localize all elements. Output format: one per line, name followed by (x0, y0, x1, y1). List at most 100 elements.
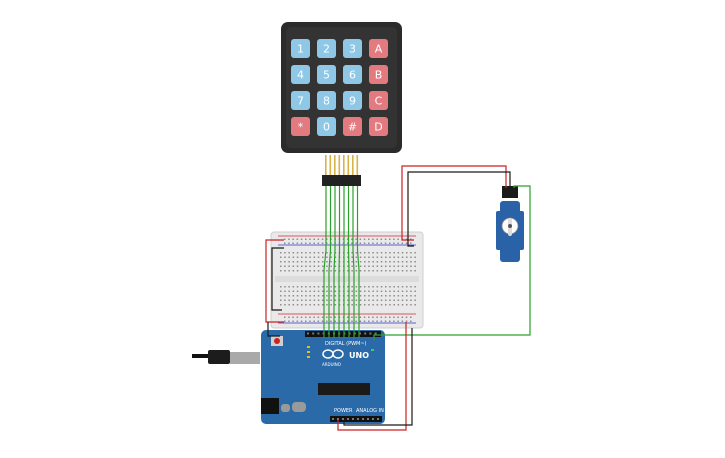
breadboard-hole (326, 261, 328, 263)
breadboard-hole (385, 299, 387, 301)
breadboard-hole (410, 270, 412, 272)
wire-servo-ground[interactable] (407, 171, 511, 247)
wire-servo-signal[interactable] (373, 185, 531, 340)
breadboard-hole (317, 256, 320, 258)
breadboard-hole (292, 316, 294, 318)
breadboard-hole (368, 265, 370, 267)
breadboard-hole (397, 261, 400, 263)
breadboard-hole (330, 320, 332, 322)
breadboard-hole (313, 242, 315, 244)
breadboard-hole (368, 256, 370, 258)
keypad-wire-4[interactable] (338, 186, 341, 338)
digital-pin (369, 332, 372, 335)
keypad-wire-8[interactable] (356, 186, 360, 338)
power-analog-pin (342, 418, 344, 420)
key-#[interactable] (343, 117, 362, 136)
breadboard-hole (313, 256, 316, 258)
servo-motor[interactable] (496, 186, 524, 262)
servo-connector (502, 186, 518, 198)
breadboard-hole (376, 290, 379, 292)
breadboard-hole (359, 242, 362, 244)
key-A[interactable] (369, 39, 388, 58)
breadboard-hole (410, 265, 412, 267)
breadboard-hole (351, 261, 353, 263)
key-4[interactable] (291, 65, 310, 84)
key-C[interactable] (369, 91, 388, 110)
breadboard-hole (313, 252, 316, 254)
breadboard-hole (305, 290, 307, 292)
breadboard-hole (347, 304, 349, 306)
breadboard-hole (300, 242, 303, 244)
breadboard-hole (406, 290, 408, 292)
key-6[interactable] (343, 65, 362, 84)
arduino-uno-board[interactable]: UNO ARDUINO DIGITAL (PWM~) POWER ANALOG … (192, 330, 385, 424)
breadboard-hole (317, 265, 320, 267)
breadboard-hole (296, 270, 299, 272)
key-label: 1 (297, 43, 304, 56)
breadboard-hole (288, 320, 290, 322)
breadboard-hole (280, 252, 282, 254)
wire-arduino-5v[interactable] (337, 322, 407, 431)
key-2[interactable] (317, 39, 336, 58)
breadboard-hole (301, 256, 303, 258)
key-D[interactable] (369, 117, 388, 136)
breadboard-hole (309, 238, 311, 240)
breadboard-hole (317, 261, 320, 263)
breadboard-hole (401, 270, 404, 272)
connector-pin (338, 155, 341, 175)
breadboard-hole (347, 265, 349, 267)
keypad-wire-1[interactable] (323, 186, 327, 338)
breadboard-hole (305, 261, 307, 263)
wire-left-power[interactable] (265, 239, 284, 323)
breadboard[interactable] (270, 231, 424, 329)
breadboard-hole (406, 295, 408, 297)
breadboard-hole (368, 261, 370, 263)
breadboard-hole (292, 238, 294, 240)
breadboard-hole (376, 261, 379, 263)
breadboard-hole (301, 270, 303, 272)
breadboard-hole (393, 261, 395, 263)
breadboard-hole (330, 261, 332, 263)
wire-servo-power[interactable] (401, 165, 507, 241)
keypad-wire-3[interactable] (333, 186, 336, 338)
breadboard-hole (410, 299, 412, 301)
breadboard-hole (301, 286, 303, 288)
breadboard-hole (313, 270, 316, 272)
breadboard-hole (359, 286, 362, 288)
breadboard-hole (326, 286, 328, 288)
key-9[interactable] (343, 91, 362, 110)
breadboard-hole (363, 238, 366, 240)
key-0[interactable] (317, 117, 336, 136)
breadboard-hole (380, 238, 383, 240)
breadboard-hole (326, 265, 328, 267)
keypad-wire-7[interactable] (352, 186, 355, 338)
key-1[interactable] (291, 39, 310, 58)
breadboard-hole (305, 238, 307, 240)
wire-arduino-gnd[interactable] (343, 328, 413, 426)
keypad-wire-6[interactable] (347, 186, 350, 338)
wire-left-ground[interactable] (271, 247, 284, 311)
breadboard-hole (347, 286, 349, 288)
key-5[interactable] (317, 65, 336, 84)
breadboard-hole (330, 252, 332, 254)
keypad-wire-2[interactable] (328, 186, 332, 338)
breadboard-hole (406, 299, 408, 301)
key-7[interactable] (291, 91, 310, 110)
key-8[interactable] (317, 91, 336, 110)
key-3[interactable] (343, 39, 362, 58)
wire-arduino-gnd-left[interactable] (267, 322, 280, 337)
reset-button-cap (274, 338, 280, 344)
breadboard-hole (280, 304, 282, 306)
power-label: POWER (334, 408, 353, 414)
breadboard-hole (280, 265, 282, 267)
breadboard-hole (292, 286, 295, 288)
breadboard-hole (414, 295, 416, 297)
key-*[interactable] (291, 117, 310, 136)
key-B[interactable] (369, 65, 388, 84)
breadboard-hole (389, 238, 391, 240)
breadboard-hole (385, 256, 387, 258)
breadboard-hole (313, 238, 315, 240)
breadboard-hole (309, 252, 311, 254)
breadboard-hole (305, 295, 307, 297)
